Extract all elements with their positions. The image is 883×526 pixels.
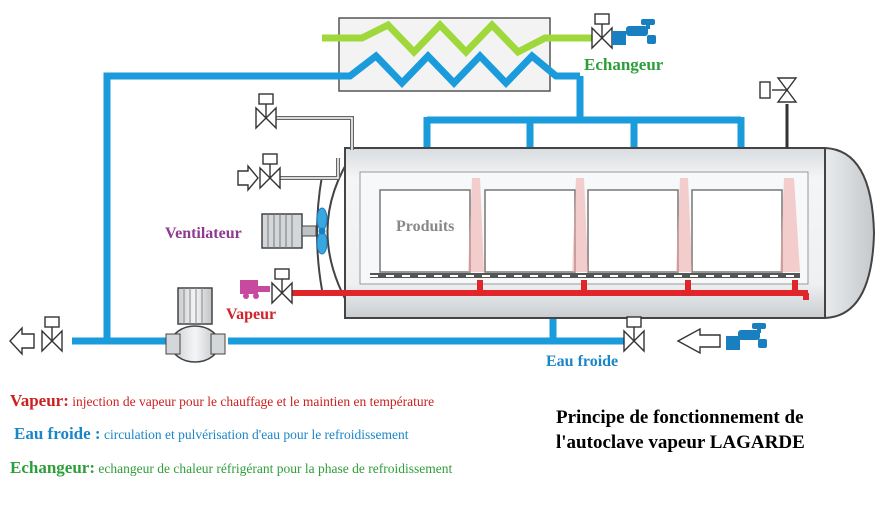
legend-desc: injection de vapeur pour le chauffage et… — [68, 394, 435, 409]
steam-line — [292, 280, 809, 300]
legend-desc: echangeur de chaleur réfrigérant pour la… — [95, 461, 453, 476]
eau-froide-label: Eau froide — [546, 353, 619, 370]
echangeur-label: Echangeur — [584, 55, 664, 74]
water-coil — [322, 50, 580, 89]
air-valve-upper — [255, 93, 354, 150]
fan-motor — [261, 213, 317, 249]
vapeur-label: Vapeur — [226, 306, 277, 323]
cold-water-circuit — [72, 72, 745, 345]
refrigerant-coil — [322, 19, 596, 58]
title-line-1: Principe de fonctionnement de — [556, 407, 804, 428]
title-line-2: l'autoclave vapeur LAGARDE — [556, 432, 805, 453]
legend-item-echangeur: Echangeur: echangeur de chaleur réfrigér… — [10, 458, 452, 478]
heat-exchanger — [322, 17, 596, 92]
safety-valve — [759, 77, 798, 148]
ventilateur-label: Ventilateur — [165, 225, 242, 242]
fan-blades-icon — [316, 207, 328, 255]
circulation-pump — [165, 287, 226, 363]
spray-mist — [468, 178, 800, 272]
diagram-title: Principe de fonctionnement de l'autoclav… — [556, 405, 805, 455]
produits-label: Produits — [396, 218, 455, 235]
steam-valve — [240, 268, 293, 305]
refrigerant-valve — [591, 13, 613, 50]
faucet-icon — [726, 323, 767, 350]
product-baskets — [379, 189, 783, 273]
basket-rail — [370, 273, 800, 278]
legend-term: Echangeur: — [10, 458, 95, 477]
legend-desc: circulation et pulvérisation d'eau pour … — [100, 427, 409, 442]
cold-water-valve — [623, 316, 721, 355]
legend-item-vapeur: Vapeur: injection de vapeur pour le chau… — [10, 391, 434, 411]
legend-term: Eau froide : — [14, 424, 101, 443]
outlet-valve — [9, 316, 63, 356]
air-valve-lower — [237, 153, 340, 192]
legend-term: Vapeur: — [10, 391, 69, 410]
legend-item-eau-froide: Eau froide : circulation et pulvérisatio… — [14, 424, 409, 444]
faucet-icon — [612, 19, 656, 45]
